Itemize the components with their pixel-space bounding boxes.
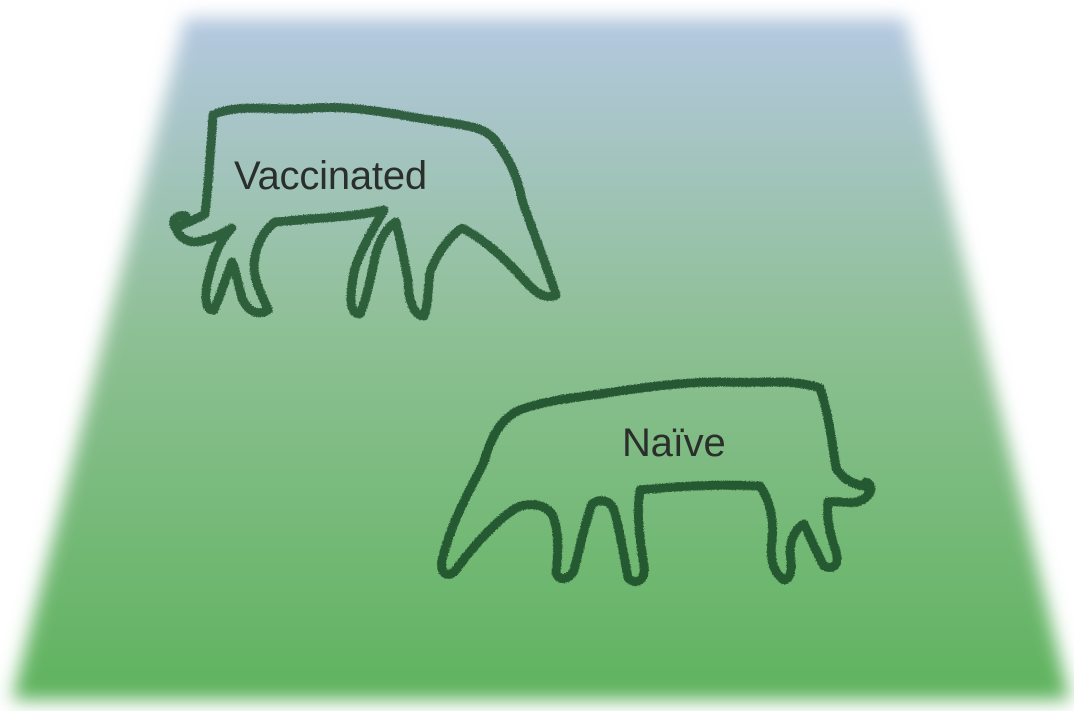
pasture-field [12,18,1070,700]
vaccinated-label: Vaccinated [234,154,427,199]
naive-label: Naïve [622,421,726,466]
